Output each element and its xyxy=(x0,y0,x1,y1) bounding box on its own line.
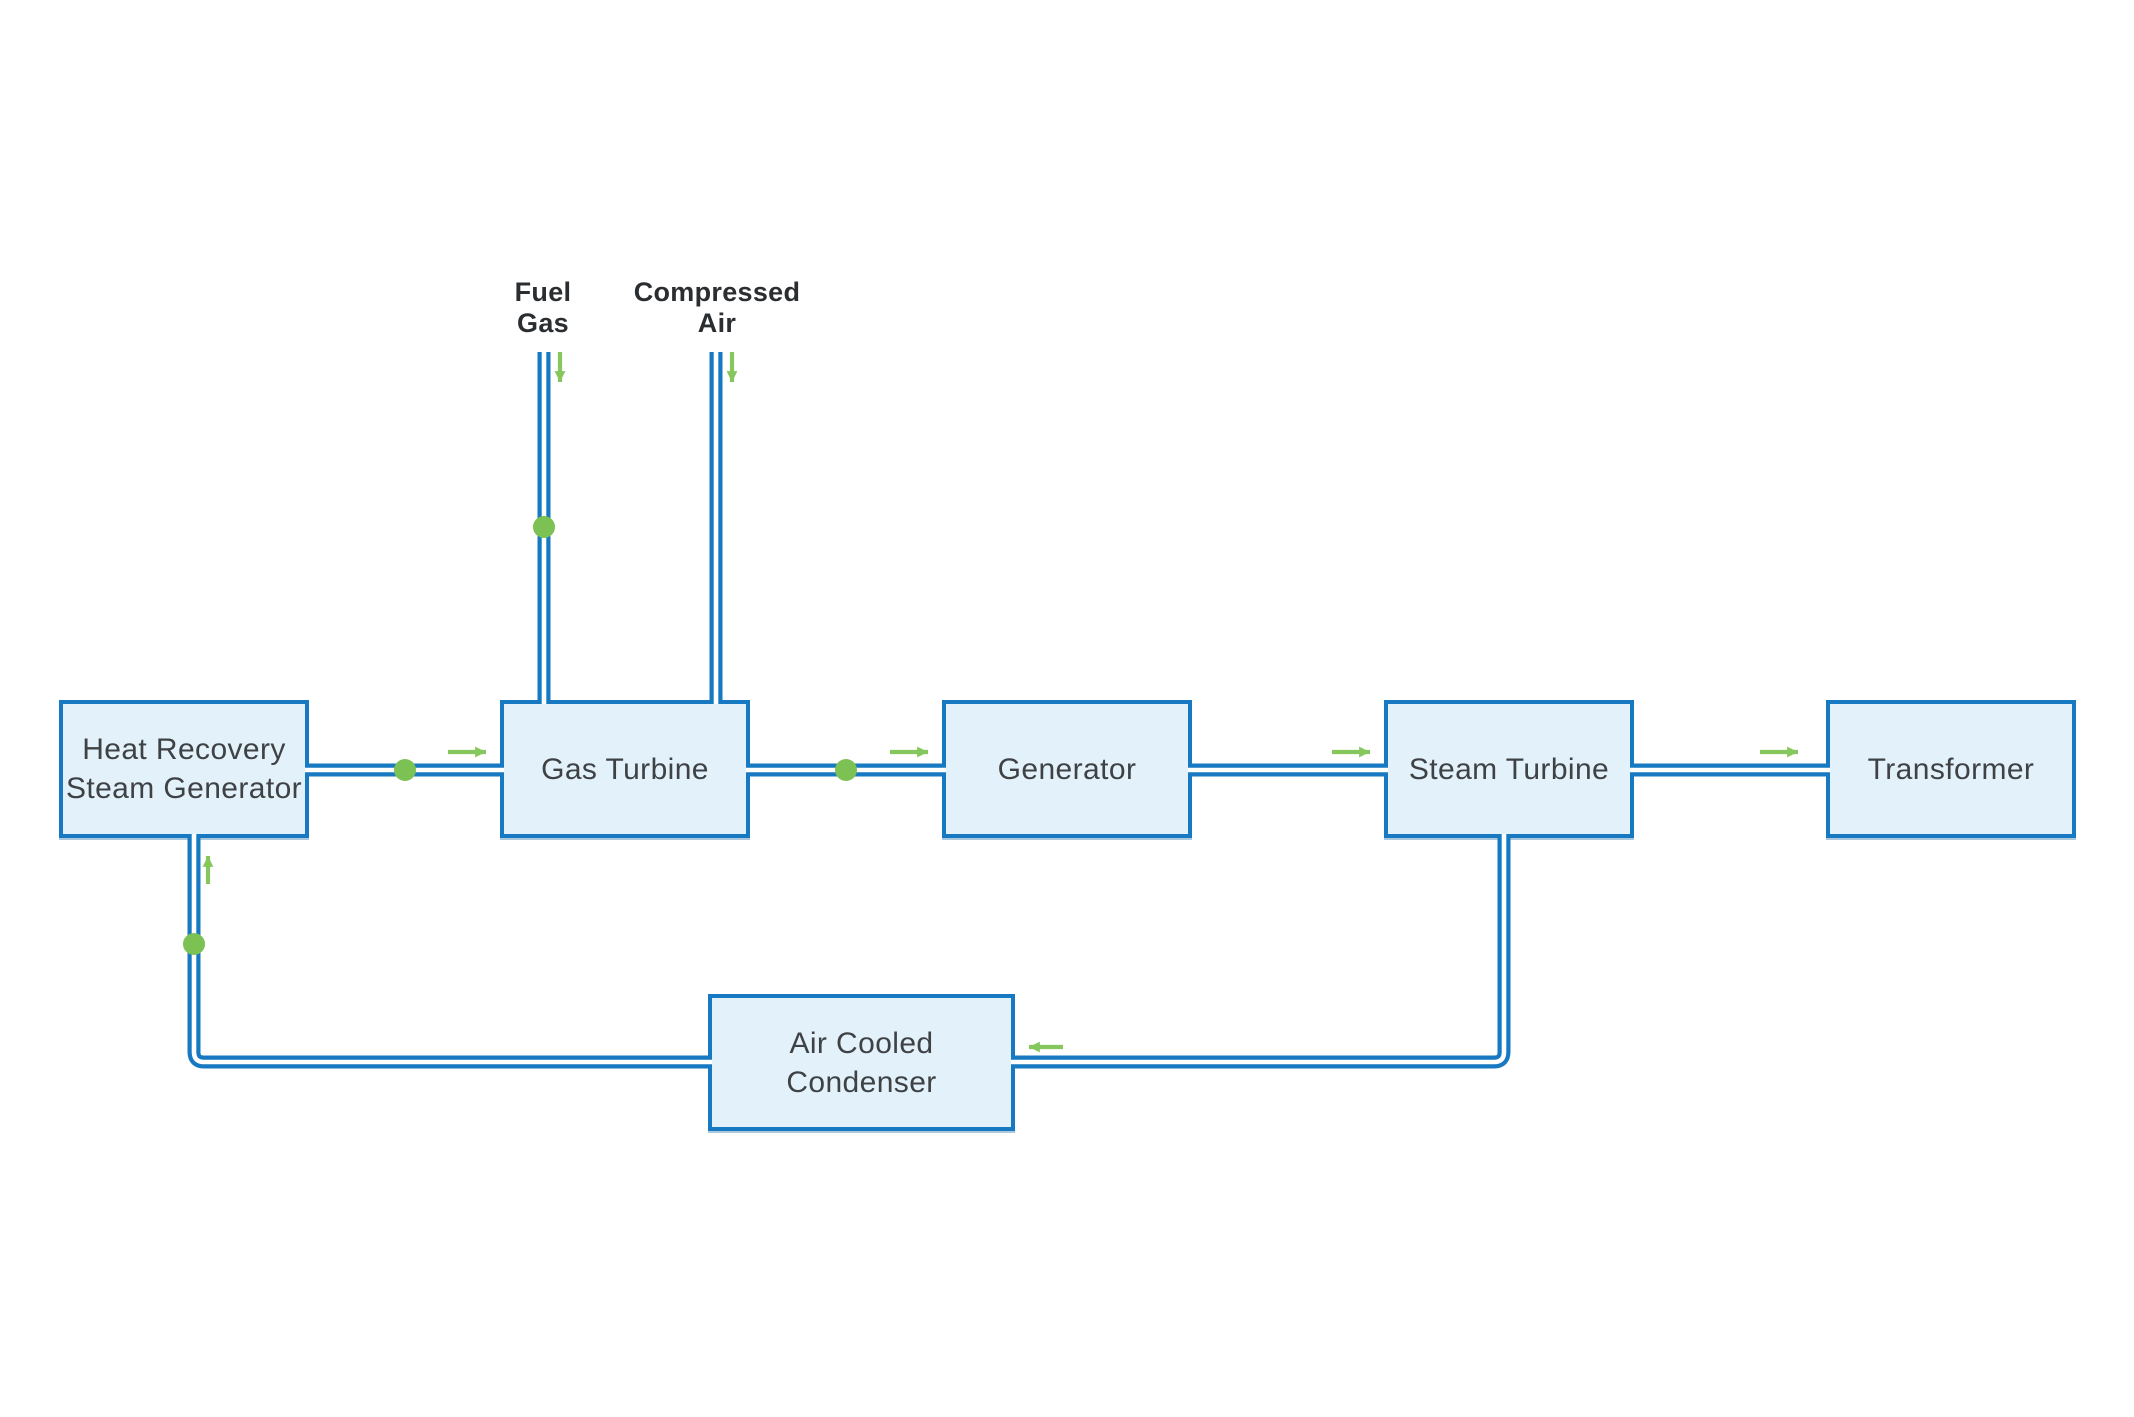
node-air-cooled-condenser-label: Air Cooled Condenser xyxy=(786,1024,936,1102)
node-transformer[interactable]: Transformer xyxy=(1826,700,2076,838)
node-label-line: Steam Turbine xyxy=(1408,752,1610,786)
label-fuel-gas: Fuel Gas xyxy=(463,277,623,339)
junction-dot-fuel-gas xyxy=(533,516,555,538)
node-air-cooled-condenser[interactable]: Air Cooled Condenser xyxy=(708,994,1015,1131)
node-gas-turbine[interactable]: Gas Turbine xyxy=(500,700,750,838)
label-compressed-air-line1: Compressed xyxy=(633,277,801,307)
node-label-line: Heat Recovery xyxy=(82,733,286,766)
node-label-line: Gas Turbine xyxy=(541,752,709,786)
node-generator[interactable]: Generator xyxy=(942,700,1192,838)
label-compressed-air: Compressed Air xyxy=(597,277,837,339)
node-generator-label: Generator xyxy=(998,750,1137,789)
node-heat-recovery-steam-generator[interactable]: Heat Recovery Steam Generator xyxy=(59,700,309,838)
node-steam-turbine-label: Steam Turbine xyxy=(1409,750,1609,789)
junction-dot-gas-turbine-generator xyxy=(835,759,857,781)
node-gas-turbine-label: Gas Turbine xyxy=(541,750,709,789)
node-label-line: Air Cooled xyxy=(789,1026,934,1060)
node-label-line: Condenser xyxy=(786,1065,937,1099)
node-label-line: Transformer xyxy=(1867,752,2035,786)
pipe-condenser-to-hrsg xyxy=(187,834,712,1069)
pipe-steam-turbine-to-condenser xyxy=(1011,834,1511,1069)
label-compressed-air-line2: Air xyxy=(697,308,737,338)
label-fuel-gas-line1: Fuel xyxy=(514,277,572,307)
junction-dot-hrsg-gas-turbine xyxy=(394,759,416,781)
node-label-line: Steam Generator xyxy=(65,772,303,805)
node-label-line: Generator xyxy=(997,752,1137,786)
label-fuel-gas-line2: Gas xyxy=(517,308,569,338)
node-transformer-label: Transformer xyxy=(1868,750,2035,789)
node-heat-recovery-steam-generator-label: Heat Recovery Steam Generator xyxy=(66,730,302,808)
node-steam-turbine[interactable]: Steam Turbine xyxy=(1384,700,1634,838)
junction-dot-return-line xyxy=(183,933,205,955)
